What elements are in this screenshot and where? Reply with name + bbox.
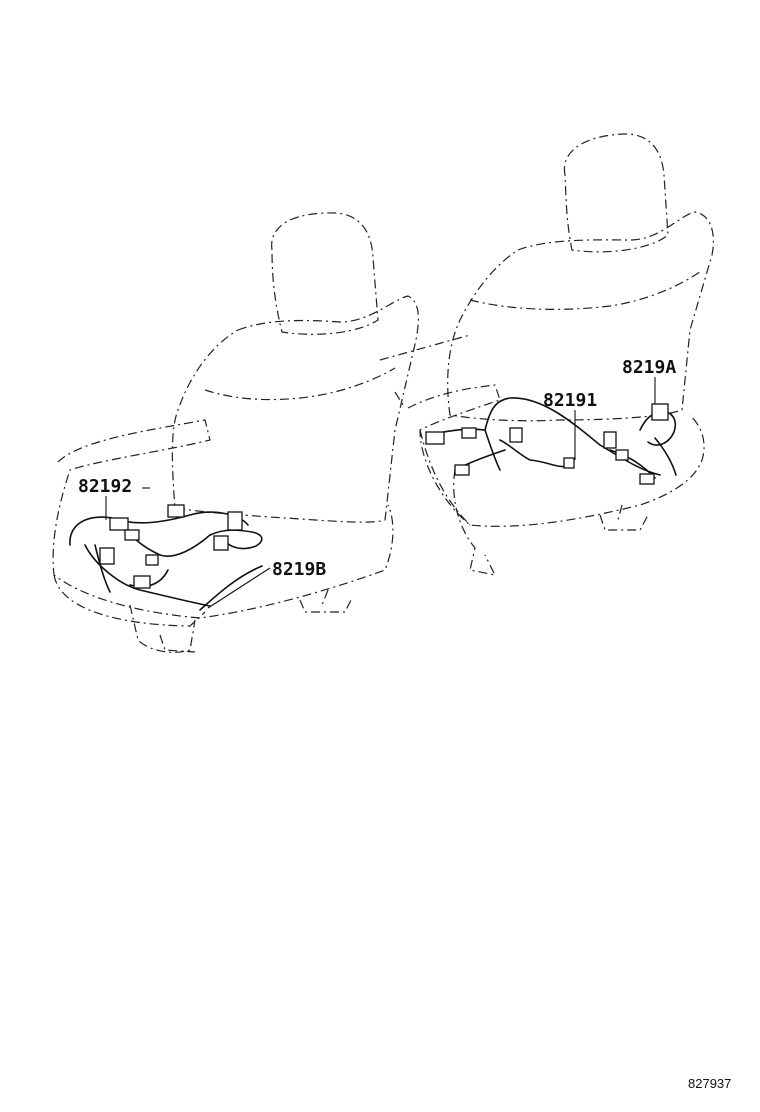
connector: [227, 511, 243, 531]
connector: [509, 427, 523, 443]
right-seat-backrest: [447, 211, 715, 422]
right-seat-cushion-front: [419, 429, 471, 526]
connector: [425, 431, 445, 445]
callout-8219A: 8219A: [622, 357, 676, 378]
callout-82191: 82191: [543, 390, 597, 411]
left-seat-side-bolster: [129, 604, 196, 653]
left-seat-cushion-front: [53, 574, 206, 627]
floor-line: [379, 334, 471, 409]
callout-8219B: 8219B: [272, 559, 326, 580]
connector: [213, 535, 229, 551]
callout-82192: 82192: [78, 476, 132, 497]
right-seat: [379, 133, 715, 576]
left-seat-backrest: [171, 295, 419, 523]
connector: [603, 431, 617, 449]
connector: [145, 554, 159, 566]
right-seat-backrest-edge: [469, 271, 701, 310]
connector: [133, 575, 151, 589]
right-seat-cushion: [407, 384, 705, 527]
figure-code: 827937: [688, 1076, 731, 1091]
left-harness-82192: [69, 504, 263, 611]
left-seat-rail: [299, 589, 353, 613]
connector: [639, 473, 655, 485]
connector: [461, 427, 477, 439]
left-seat-backrest-edge: [204, 367, 396, 401]
connector: [563, 457, 575, 469]
left-seat-cushion: [52, 419, 394, 619]
connector: [99, 547, 115, 565]
connector: [167, 504, 185, 518]
callout-leaders: [105, 377, 656, 609]
right-seat-rail: [599, 504, 649, 531]
right-seat-headrest: [563, 133, 669, 253]
connector: [454, 464, 470, 476]
connector: [615, 449, 629, 461]
right-seat-side-bolster: [453, 469, 496, 576]
right-harness-82191: [425, 397, 677, 485]
left-seat: [52, 212, 419, 653]
connector: [109, 517, 129, 531]
left-seat-rail-front: [159, 634, 196, 653]
connector: [651, 403, 669, 421]
left-seat-headrest: [271, 212, 379, 335]
connector: [124, 529, 140, 541]
